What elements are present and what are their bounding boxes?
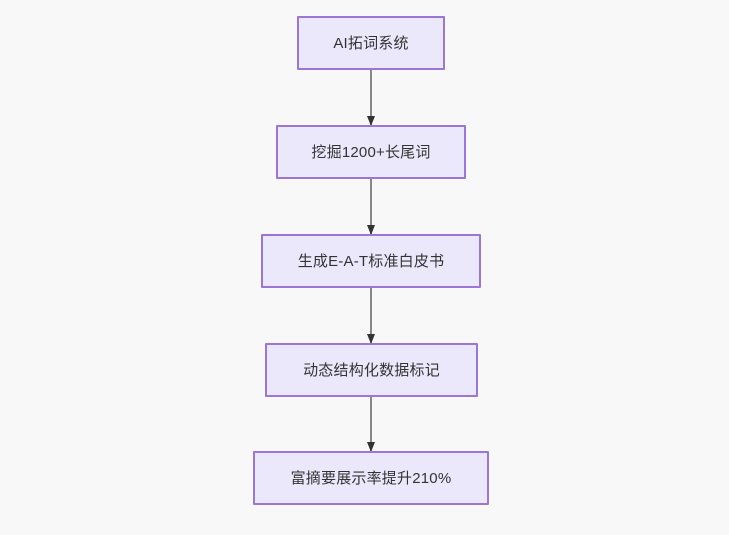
flow-node-n2[interactable]: 挖掘1200+长尾词 (276, 125, 466, 179)
flow-node-label: 富摘要展示率提升210% (290, 469, 452, 487)
flow-node-label: AI拓词系统 (333, 34, 409, 52)
flow-node-label: 动态结构化数据标记 (303, 361, 440, 379)
flow-node-n5[interactable]: 富摘要展示率提升210% (253, 451, 489, 505)
flow-node-label: 挖掘1200+长尾词 (311, 143, 431, 161)
flow-node-n4[interactable]: 动态结构化数据标记 (265, 343, 478, 397)
flow-node-n3[interactable]: 生成E-A-T标准白皮书 (261, 234, 481, 288)
flow-node-label: 生成E-A-T标准白皮书 (297, 252, 445, 270)
flow-node-n1[interactable]: AI拓词系统 (297, 16, 445, 70)
